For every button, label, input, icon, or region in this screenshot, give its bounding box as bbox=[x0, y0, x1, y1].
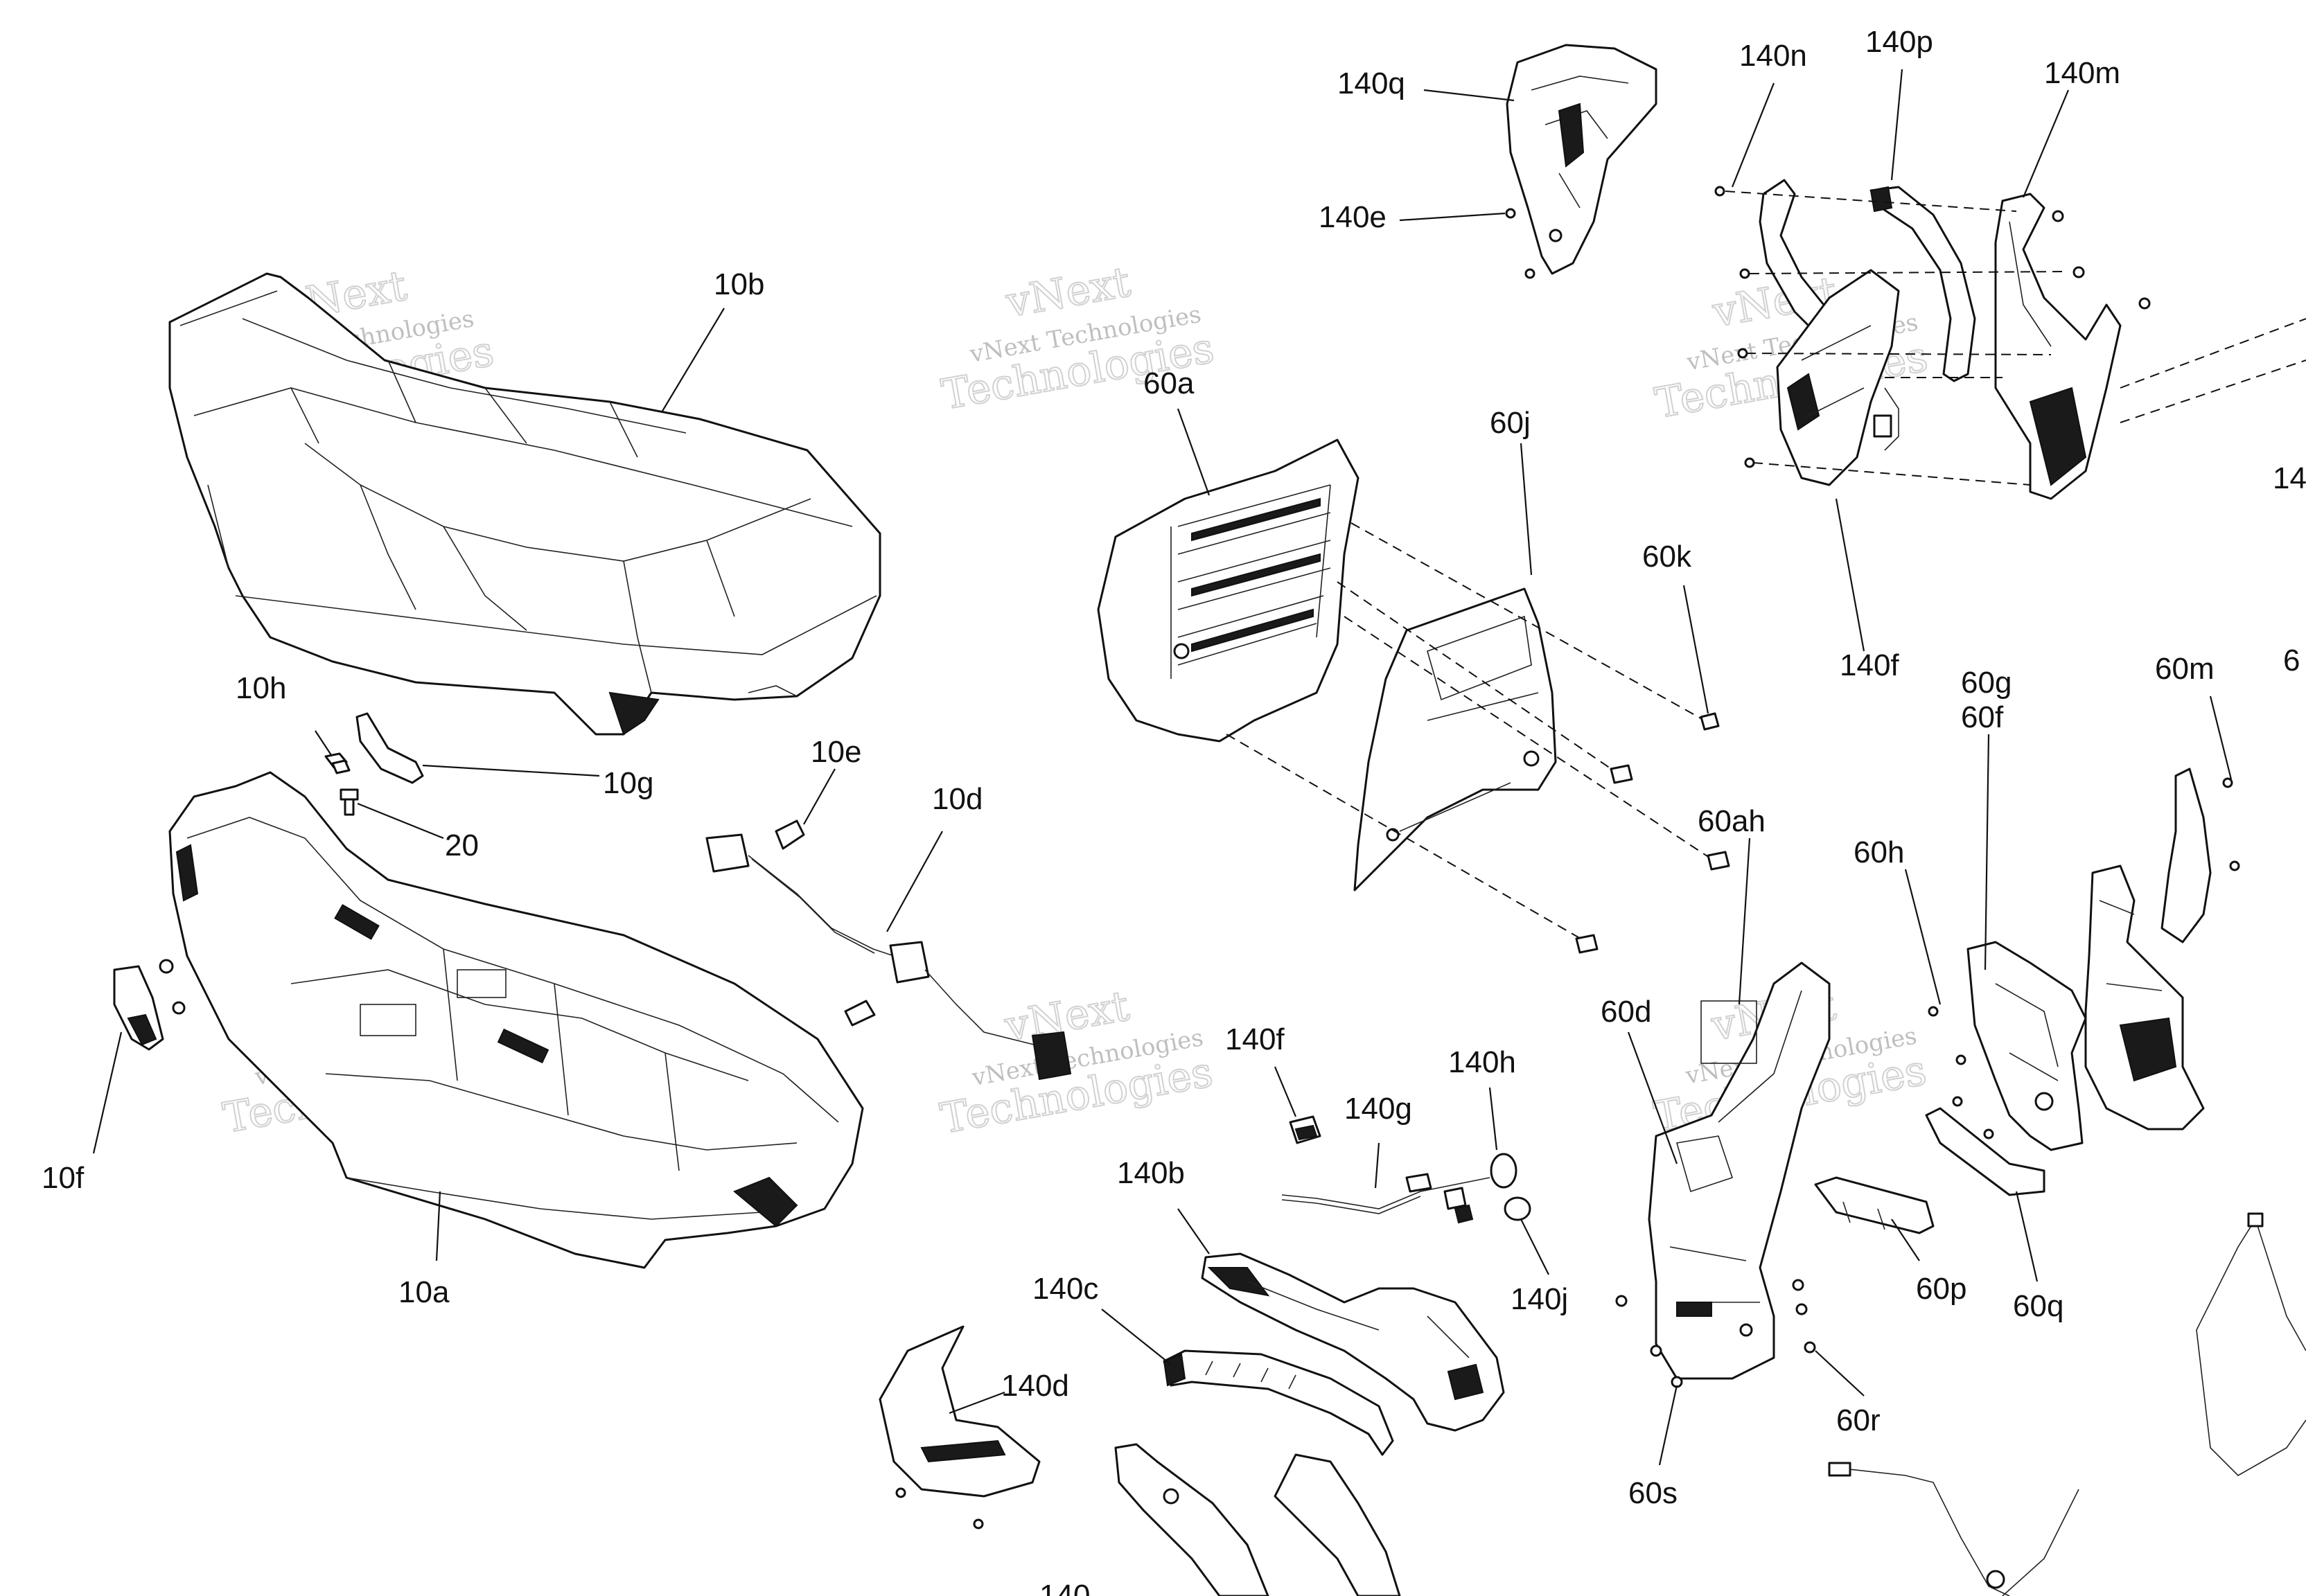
rail-bottom bbox=[1114, 1443, 1401, 1596]
callout-14-partial: 14 bbox=[2273, 461, 2306, 495]
callout-10a: 10a bbox=[398, 1275, 450, 1309]
harness-10d bbox=[705, 833, 1072, 1081]
harness-140g bbox=[1281, 1173, 1490, 1224]
callout-10b: 10b bbox=[714, 267, 764, 301]
callout-60q: 60q bbox=[2013, 1289, 2063, 1323]
assembly-lines-140 bbox=[1725, 190, 2306, 486]
callout-60h: 60h bbox=[1854, 835, 1904, 869]
cover-140q bbox=[1506, 44, 1657, 275]
callout-60g: 60g bbox=[1961, 666, 2012, 700]
callout-60d: 60d bbox=[1601, 995, 1651, 1029]
callout-140m: 140m bbox=[2044, 56, 2120, 90]
callout-60f: 60f bbox=[1961, 700, 2004, 734]
callout-140g: 140g bbox=[1344, 1092, 1412, 1126]
bracket-10g bbox=[355, 712, 424, 784]
callout-140p: 140p bbox=[1865, 25, 1933, 59]
trim-60q bbox=[1925, 1107, 2045, 1196]
grip-140c bbox=[1163, 1349, 1394, 1456]
callout-140f-top: 140f bbox=[1840, 648, 1899, 682]
callout-60a: 60a bbox=[1143, 366, 1195, 400]
callout-60j: 60j bbox=[1490, 406, 1531, 440]
backrest-panel-60j bbox=[1353, 587, 1557, 892]
callout-140f-mid: 140f bbox=[1225, 1022, 1285, 1056]
callouts: 10b 10h 10g 20 10e 10d 10f 10a 60a 60j 6… bbox=[42, 25, 2306, 1596]
callout-20: 20 bbox=[445, 828, 479, 862]
callout-60s: 60s bbox=[1628, 1476, 1678, 1510]
callout-140d: 140d bbox=[1001, 1369, 1069, 1403]
callout-10f: 10f bbox=[42, 1161, 85, 1195]
housing-60m bbox=[2084, 768, 2240, 1130]
callout-60m: 60m bbox=[2155, 652, 2215, 686]
watermark-2: vNext vNext Technologies Technologies bbox=[938, 257, 1218, 420]
bracket-60p bbox=[1814, 1176, 1935, 1234]
callout-60p: 60p bbox=[1916, 1272, 1966, 1306]
side-panel-60d bbox=[1648, 961, 1831, 1380]
seat-10b bbox=[168, 272, 881, 736]
callout-10d: 10d bbox=[932, 782, 983, 816]
handle-140b bbox=[1201, 1252, 1505, 1432]
clip-10h bbox=[324, 752, 351, 774]
seat-base-10a bbox=[168, 771, 864, 1269]
callout-60ah: 60ah bbox=[1698, 804, 1766, 838]
watermark-5: vNext vNext Technologies Technologies bbox=[936, 981, 1217, 1144]
callout-10h: 10h bbox=[236, 671, 286, 705]
callout-140j: 140j bbox=[1511, 1282, 1568, 1316]
screws-60r-60s bbox=[1615, 1006, 1994, 1388]
callout-140-bottom-partial: 140 bbox=[1039, 1579, 1090, 1596]
handle-group-140 bbox=[1714, 179, 2151, 500]
callout-10e: 10e bbox=[811, 735, 861, 769]
caps-140h-140j bbox=[1490, 1153, 1531, 1221]
callout-140b: 140b bbox=[1117, 1156, 1185, 1190]
callout-140h: 140h bbox=[1448, 1045, 1516, 1079]
cable-bottom-right bbox=[1828, 1212, 2306, 1596]
assembly-lines-60 bbox=[1226, 522, 1712, 943]
screw-20 bbox=[340, 788, 359, 816]
callout-6-partial: 6 bbox=[2283, 644, 2300, 677]
callout-140e: 140e bbox=[1319, 200, 1387, 234]
callout-10g: 10g bbox=[603, 766, 653, 800]
callout-140q: 140q bbox=[1337, 66, 1405, 100]
connector-140f bbox=[1289, 1115, 1321, 1144]
callout-60k: 60k bbox=[1642, 540, 1692, 574]
callout-60r: 60r bbox=[1836, 1403, 1881, 1437]
callout-140c: 140c bbox=[1032, 1272, 1098, 1306]
backrest-60a bbox=[1097, 438, 1359, 743]
screws-140e bbox=[1505, 208, 1535, 279]
bracket-60f bbox=[1966, 941, 2087, 1151]
leader-lines bbox=[92, 69, 2233, 1466]
callout-140n: 140n bbox=[1739, 39, 1807, 73]
clip-10e bbox=[775, 819, 876, 1027]
latch-10f bbox=[113, 959, 186, 1051]
cover-140d bbox=[879, 1325, 1041, 1530]
screws-60k bbox=[1575, 712, 1730, 954]
